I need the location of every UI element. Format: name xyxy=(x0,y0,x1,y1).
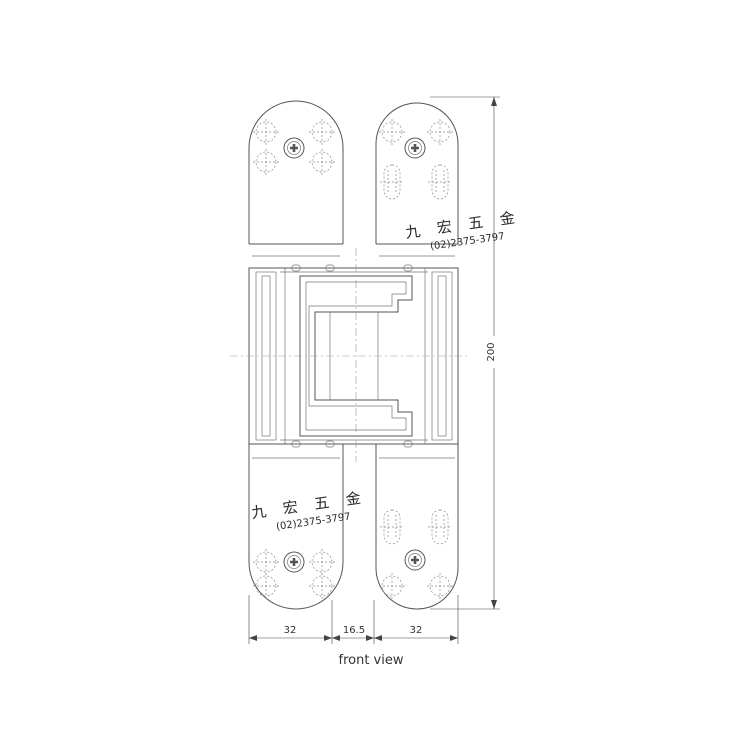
watermark-top: 九 宏 五 金 (02)2375-3797 xyxy=(404,208,522,253)
dim-16-5-label: 16.5 xyxy=(343,625,365,636)
dim-200-label: 200 xyxy=(486,342,497,361)
dim-32-right-label: 32 xyxy=(410,625,423,636)
left-leaf-top xyxy=(248,100,344,269)
dim-32-left-label: 32 xyxy=(284,625,297,636)
view-caption: front view xyxy=(339,653,404,668)
width-dimensions: 32 16.5 32 xyxy=(248,595,459,644)
right-leaf-bottom xyxy=(375,443,459,610)
height-dimension: 200 xyxy=(430,96,502,610)
watermark-bottom: 九 宏 五 金 (02)2375-3797 xyxy=(250,488,368,533)
center-lines xyxy=(230,248,470,462)
